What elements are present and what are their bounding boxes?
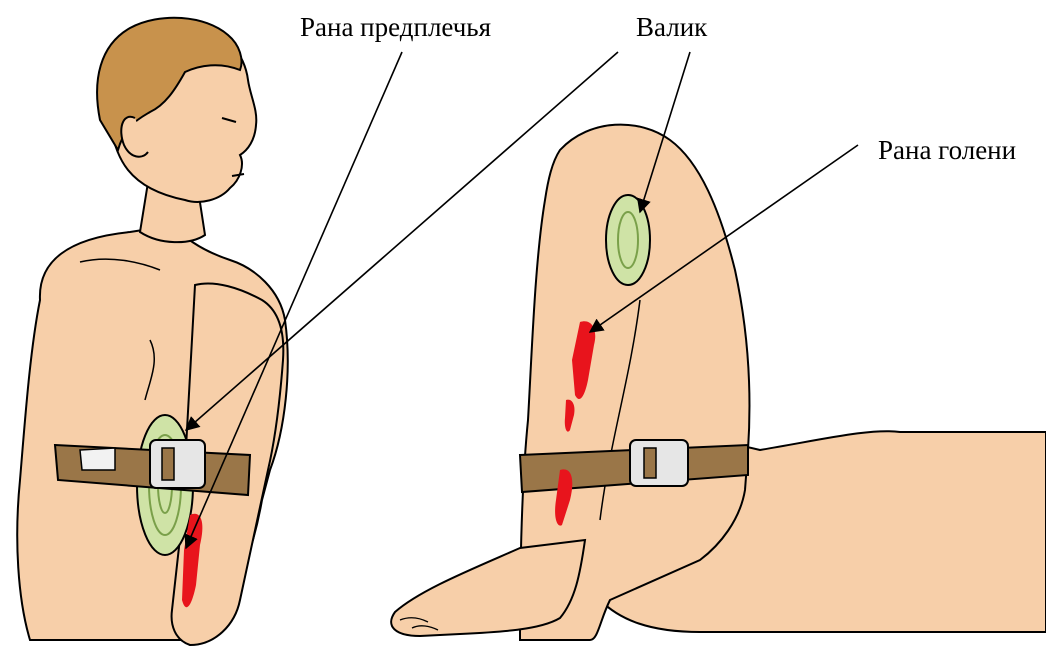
label-shin-wound: Рана голени bbox=[878, 137, 1016, 164]
leg-figure bbox=[391, 125, 1046, 640]
label-pad: Валик bbox=[636, 14, 707, 41]
pad-leg bbox=[606, 195, 650, 285]
label-forearm-wound: Рана предплечья bbox=[300, 14, 491, 41]
man-figure bbox=[17, 18, 287, 645]
